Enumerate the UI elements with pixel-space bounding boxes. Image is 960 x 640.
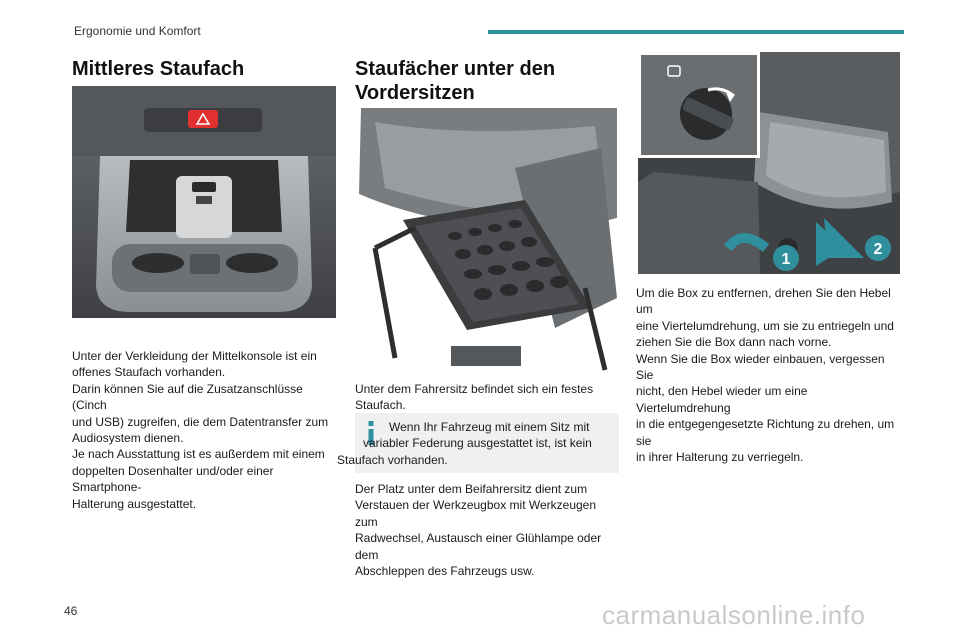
text-line: Unter dem Fahrersitz befindet sich ein f…	[355, 382, 594, 396]
text-line: in die entgegengesetzte Richtung zu dreh…	[636, 417, 895, 448]
page-number: 46	[64, 604, 78, 618]
heading-under-seat-storage: Staufächer unter den Vordersitzen	[355, 57, 615, 105]
text-line: in ihrer Halterung zu verriegeln.	[636, 450, 804, 465]
driver-seat-text: Unter dem Fahrersitz befindet sich ein f…	[355, 381, 617, 414]
heading-center-storage: Mittleres Staufach	[72, 58, 245, 80]
heading-line: Staufächer unter den	[355, 58, 556, 80]
text-line: ziehen Sie die Box dann nach vorne.	[636, 335, 832, 350]
text-line: Audiosystem dienen.	[72, 431, 184, 446]
callout-2: 2	[874, 241, 883, 258]
text-line: Um die Box zu entfernen, drehen Sie den …	[636, 286, 891, 317]
passenger-seat-text: Der Platz unter dem Beifahrersitz dient …	[355, 481, 617, 579]
info-box: Wenn Ihr Fahrzeug mit einem Sitz mit var…	[337, 413, 619, 473]
center-console-illustration	[72, 86, 336, 318]
info-text: Wenn Ihr Fahrzeug mit einem Sitz mit var…	[337, 419, 615, 468]
text-line: Wenn Ihr Fahrzeug mit einem Sitz mit	[389, 420, 590, 434]
text-line: variabler Federung ausgestattet ist, ist…	[363, 436, 592, 451]
text-line: Staufach vorhanden.	[337, 452, 448, 467]
toolbox-removal-text: Um die Box zu entfernen, drehen Sie den …	[636, 285, 902, 465]
text-line: Abschleppen des Fahrzeugs usw.	[355, 564, 535, 579]
toolbox-lever-illustration: 1 2	[638, 52, 900, 274]
heading-line: Vordersitzen	[355, 82, 475, 104]
callout-1: 1	[782, 251, 791, 268]
text-line: Wenn Sie die Box wieder einbauen, verges…	[636, 351, 885, 383]
text-line: und USB) zugreifen, die dem Datentransfe…	[72, 414, 329, 429]
section-header: Ergonomie und Komfort	[74, 24, 201, 38]
text-line: Unter der Verkleidung der Mittelkonsole …	[72, 349, 317, 363]
text-line: Je nach Ausstattung ist es außerdem mit …	[72, 447, 325, 462]
text-line: Staufach.	[355, 398, 406, 413]
header-accent-rule	[488, 30, 904, 34]
text-line: eine Viertelumdrehung, um sie zu entrieg…	[636, 318, 894, 333]
info-icon	[368, 421, 374, 445]
center-storage-text: Unter der Verkleidung der Mittelkonsole …	[72, 348, 336, 512]
text-line: nicht, den Hebel wieder um eine Viertelu…	[636, 384, 808, 415]
text-line: doppelten Dosenhalter und/oder einer Sma…	[72, 463, 274, 495]
text-line: offenes Staufach vorhanden.	[72, 365, 226, 380]
text-line: Der Platz unter dem Beifahrersitz dient …	[355, 482, 588, 496]
watermark: carmanualsonline.info	[602, 600, 866, 630]
text-line: Halterung ausgestattet.	[72, 496, 197, 511]
text-line: Radwechsel, Austausch einer Glühlampe od…	[355, 531, 602, 562]
text-line: Darin können Sie auf die Zusatzanschlüss…	[72, 381, 303, 413]
under-seat-tray-illustration	[355, 108, 617, 374]
text-line: Verstauen der Werkzeugbox mit Werkzeugen…	[355, 498, 597, 529]
